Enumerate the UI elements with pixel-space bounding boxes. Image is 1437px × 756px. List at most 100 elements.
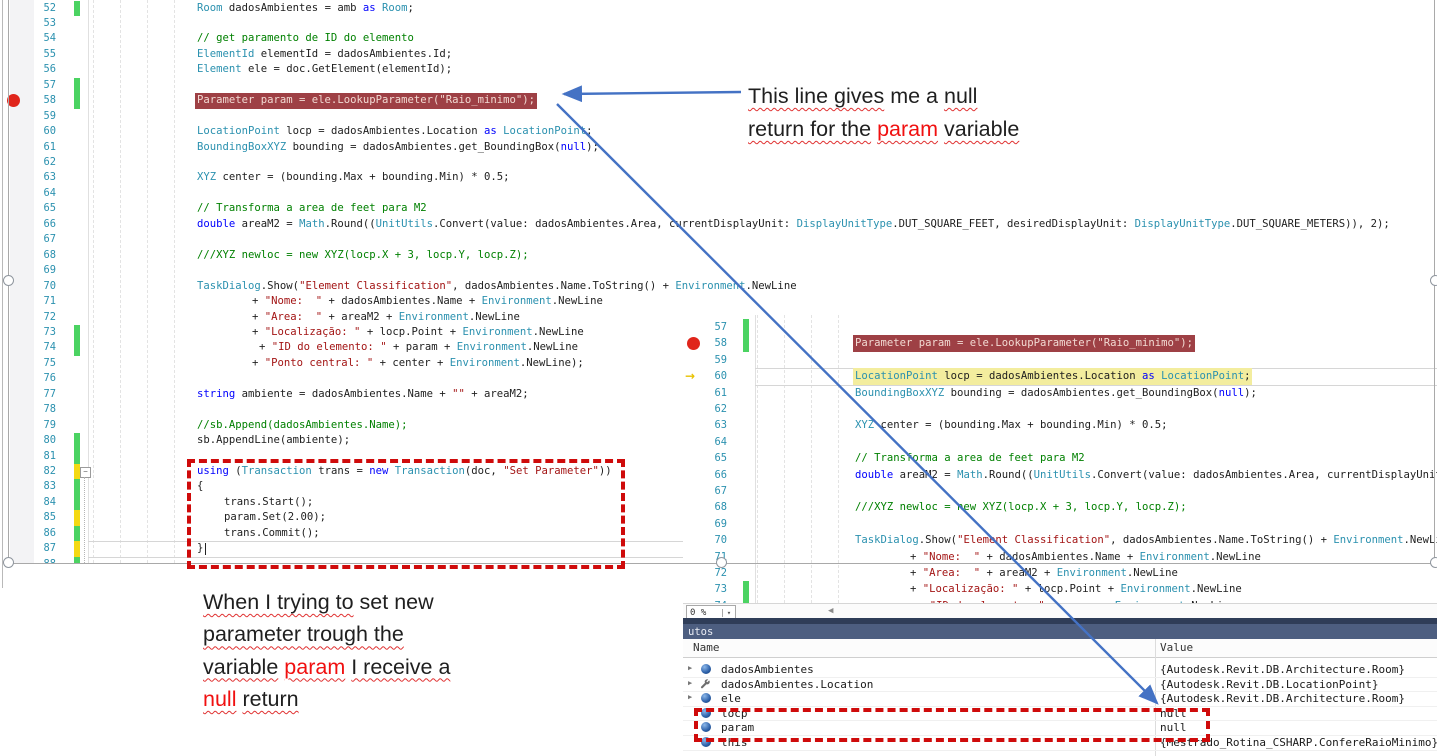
line-number: 74: [43, 341, 56, 354]
indent-guide: [93, 0, 94, 563]
indent-guide: [838, 315, 839, 603]
line-number: 64: [43, 186, 56, 199]
expand-arrow-icon[interactable]: ▶: [688, 693, 693, 702]
line-number: 80: [43, 434, 56, 447]
line-number: 55: [43, 47, 56, 60]
selection-handle-bottom-middle[interactable]: [716, 557, 727, 568]
gutter-divider: [88, 0, 89, 563]
line-number: 54: [43, 32, 56, 45]
line-number: 81: [43, 449, 56, 462]
autos-row[interactable]: ▶dadosAmbientes{Autodesk.Revit.DB.Archit…: [683, 662, 1437, 678]
annotation-line: This line gives me a null: [748, 84, 978, 108]
line-number: 67: [714, 485, 727, 497]
selection-handle-bottom-left[interactable]: [3, 557, 14, 568]
change-bar-saved: [74, 556, 80, 563]
code-line: BoundingBoxXYZ bounding = dadosAmbientes…: [855, 386, 1257, 399]
line-number: 59: [714, 353, 727, 366]
change-bar-saved: [74, 433, 80, 450]
autos-row[interactable]: this{Mestrado_Rotina_CSHARP.ConfereRaioM…: [683, 735, 1437, 751]
line-number: 67: [43, 233, 56, 246]
autos-row[interactable]: param null: [683, 720, 1437, 736]
line-number: 59: [43, 109, 56, 122]
code-line: Parameter param = ele.LookupParameter("R…: [853, 335, 1196, 352]
variable-value: {Autodesk.Revit.DB.Architecture.Room}: [1160, 692, 1406, 706]
line-number: 77: [43, 387, 56, 400]
line-number: 82: [43, 465, 56, 477]
sphere-icon: [701, 737, 711, 747]
sphere-icon: [701, 707, 711, 718]
line-number: 75: [43, 356, 56, 369]
expand-arrow-icon[interactable]: ▶: [688, 664, 693, 672]
indent-guide: [784, 315, 785, 603]
sphere-icon: [701, 722, 711, 733]
code-line: TaskDialog.Show("Element Classification"…: [855, 534, 1437, 547]
line-number: 63: [714, 419, 727, 432]
line-number: 56: [43, 63, 56, 76]
code-line: // get paramento de ID do elemento: [197, 32, 414, 45]
scrollbar-left-arrow-icon[interactable]: ◀: [828, 606, 834, 616]
zoom-level-value: 0 %: [690, 607, 707, 618]
line-number: 62: [714, 403, 727, 415]
autos-column-header-value[interactable]: Value: [1155, 639, 1437, 658]
variable-value: {Autodesk.Revit.DB.Architecture.Room}: [1160, 663, 1406, 676]
autos-window-titlebar[interactable]: utos: [683, 624, 1437, 639]
line-number: 70: [43, 279, 56, 292]
variable-name: ele: [721, 692, 741, 706]
code-line: LocationPoint locp = dadosAmbientes.Loca…: [853, 368, 1253, 385]
breakpoint-icon[interactable]: [7, 94, 20, 108]
sphere-icon: [701, 664, 711, 674]
variable-name: param: [721, 721, 755, 735]
selection-handle-middle-left[interactable]: [3, 275, 14, 286]
indent-guide: [120, 0, 121, 563]
line-number: 57: [714, 321, 727, 333]
gutter-divider: [755, 315, 756, 603]
line-number: 61: [714, 386, 727, 399]
line-number: 69: [43, 264, 56, 277]
annotation-line: return for the param variable: [748, 117, 1020, 141]
line-number: 84: [43, 495, 56, 508]
line-number: 57: [43, 78, 56, 91]
line-number: 73: [714, 583, 727, 596]
change-bar-saved: [74, 0, 80, 17]
code-line: trans.Commit();: [224, 526, 320, 539]
line-number: 68: [43, 248, 56, 261]
current-statement-arrow-icon: →: [685, 369, 696, 384]
autos-row[interactable]: ▶dadosAmbientes.Location{Autodesk.Revit.…: [683, 677, 1437, 693]
image1-left-border: [2, 0, 3, 588]
selection-handle-bottom-right[interactable]: [1430, 557, 1437, 568]
code-line: // Transforma a area de feet para M2: [855, 452, 1085, 465]
line-number: 87: [43, 542, 56, 555]
variable-value: {Autodesk.Revit.DB.LocationPoint}: [1160, 677, 1379, 691]
code-line: + "Localização: " + locp.Point + Environ…: [252, 325, 584, 338]
code-line: trans.Start();: [224, 495, 314, 508]
annotation-line: When I trying to set new: [203, 590, 434, 614]
autos-row[interactable]: ▶ ele {Autodesk.Revit.DB.Architecture.Room…: [683, 691, 1437, 707]
autos-column-header-name[interactable]: Name: [683, 639, 1155, 658]
code-line: + "Area: " + areaM2 + Environment.NewLin…: [252, 310, 520, 323]
selection-handle-middle-right[interactable]: [1430, 275, 1437, 286]
line-number: 86: [43, 526, 56, 539]
code-line: double areaM2 = Math.Round((UnitUtils.Co…: [197, 217, 1390, 230]
expand-arrow-icon[interactable]: ▶: [688, 678, 693, 687]
line-number: 60: [43, 125, 56, 138]
code-line: LocationPoint locp = dadosAmbientes.Loca…: [197, 125, 593, 138]
code-line: string ambiente = dadosAmbientes.Name + …: [197, 387, 529, 400]
line-number: 63: [43, 171, 56, 184]
code-line: TaskDialog.Show("Element Classification"…: [197, 279, 797, 292]
chevron-down-icon[interactable]: ▾: [722, 608, 735, 617]
change-bar-saved: [74, 324, 80, 341]
variable-value: null: [1160, 721, 1187, 735]
breakpoint-margin[interactable]: [10, 0, 34, 563]
variable-value: {Mestrado_Rotina_CSHARP.ConfereRaioMinim…: [1160, 736, 1437, 749]
change-bar-saved: [74, 448, 80, 465]
fold-collapse-icon[interactable]: −: [80, 467, 91, 478]
breakpoint-icon[interactable]: [687, 337, 700, 351]
indent-guide: [174, 0, 175, 563]
line-number: 76: [43, 372, 56, 385]
line-number: 61: [43, 140, 56, 153]
code-line: BoundingBoxXYZ bounding = dadosAmbientes…: [197, 140, 599, 153]
line-number: 69: [714, 517, 727, 530]
line-number: 68: [714, 501, 727, 514]
